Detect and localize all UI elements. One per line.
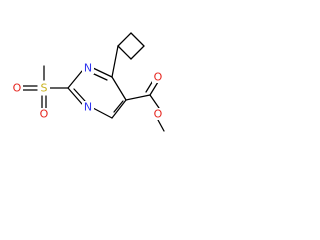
atom-labels: N N S O O O O <box>11 62 164 121</box>
bond-cyclobutyl-3 <box>130 45 145 60</box>
bond-cyclobutyl-4 <box>117 45 132 60</box>
n-bottom-label: N <box>84 101 92 114</box>
n-top-backdrop <box>82 62 94 74</box>
bond-c6-c5 <box>111 99 127 119</box>
bond-cyclobutyl-2 <box>130 32 145 47</box>
bond-c4-n3-inner <box>93 73 108 81</box>
bond-o-ester-methyl <box>157 119 165 132</box>
n-bottom-backdrop <box>82 101 94 113</box>
n-top-label: N <box>84 62 92 75</box>
bond-carbonyl-o-a <box>149 81 159 96</box>
o-carbonyl-backdrop <box>152 71 164 83</box>
o-carbonyl-label: O <box>154 71 163 84</box>
bond-n1-c6 <box>92 107 113 119</box>
bond-c4-n3 <box>92 67 113 78</box>
o-sulfonyl-left-label: O <box>13 82 22 95</box>
bond-c4-cyclobutyl <box>111 45 119 78</box>
bond-c5-carbonyl <box>125 94 151 101</box>
bond-c2-n1 <box>67 87 83 105</box>
s-backdrop <box>38 82 50 94</box>
o-sulfonyl-bottom-backdrop <box>38 108 50 120</box>
bond-c6-c5-inner <box>113 100 124 113</box>
o-sulfonyl-bottom-label: O <box>40 108 49 121</box>
s-label: S <box>41 82 48 95</box>
o-sulfonyl-left-backdrop <box>11 82 23 94</box>
bond-carbonyl-o-ester <box>149 94 160 109</box>
bond-c5-c4 <box>111 76 127 101</box>
structure-diagram: N N S O O O O <box>11 32 165 132</box>
o-ester-label: O <box>154 108 163 121</box>
bond-n3-c2 <box>67 70 83 89</box>
bond-c2-n1-inner <box>73 88 86 102</box>
bond-cyclobutyl-1 <box>117 32 132 47</box>
o-ester-backdrop <box>152 108 164 120</box>
